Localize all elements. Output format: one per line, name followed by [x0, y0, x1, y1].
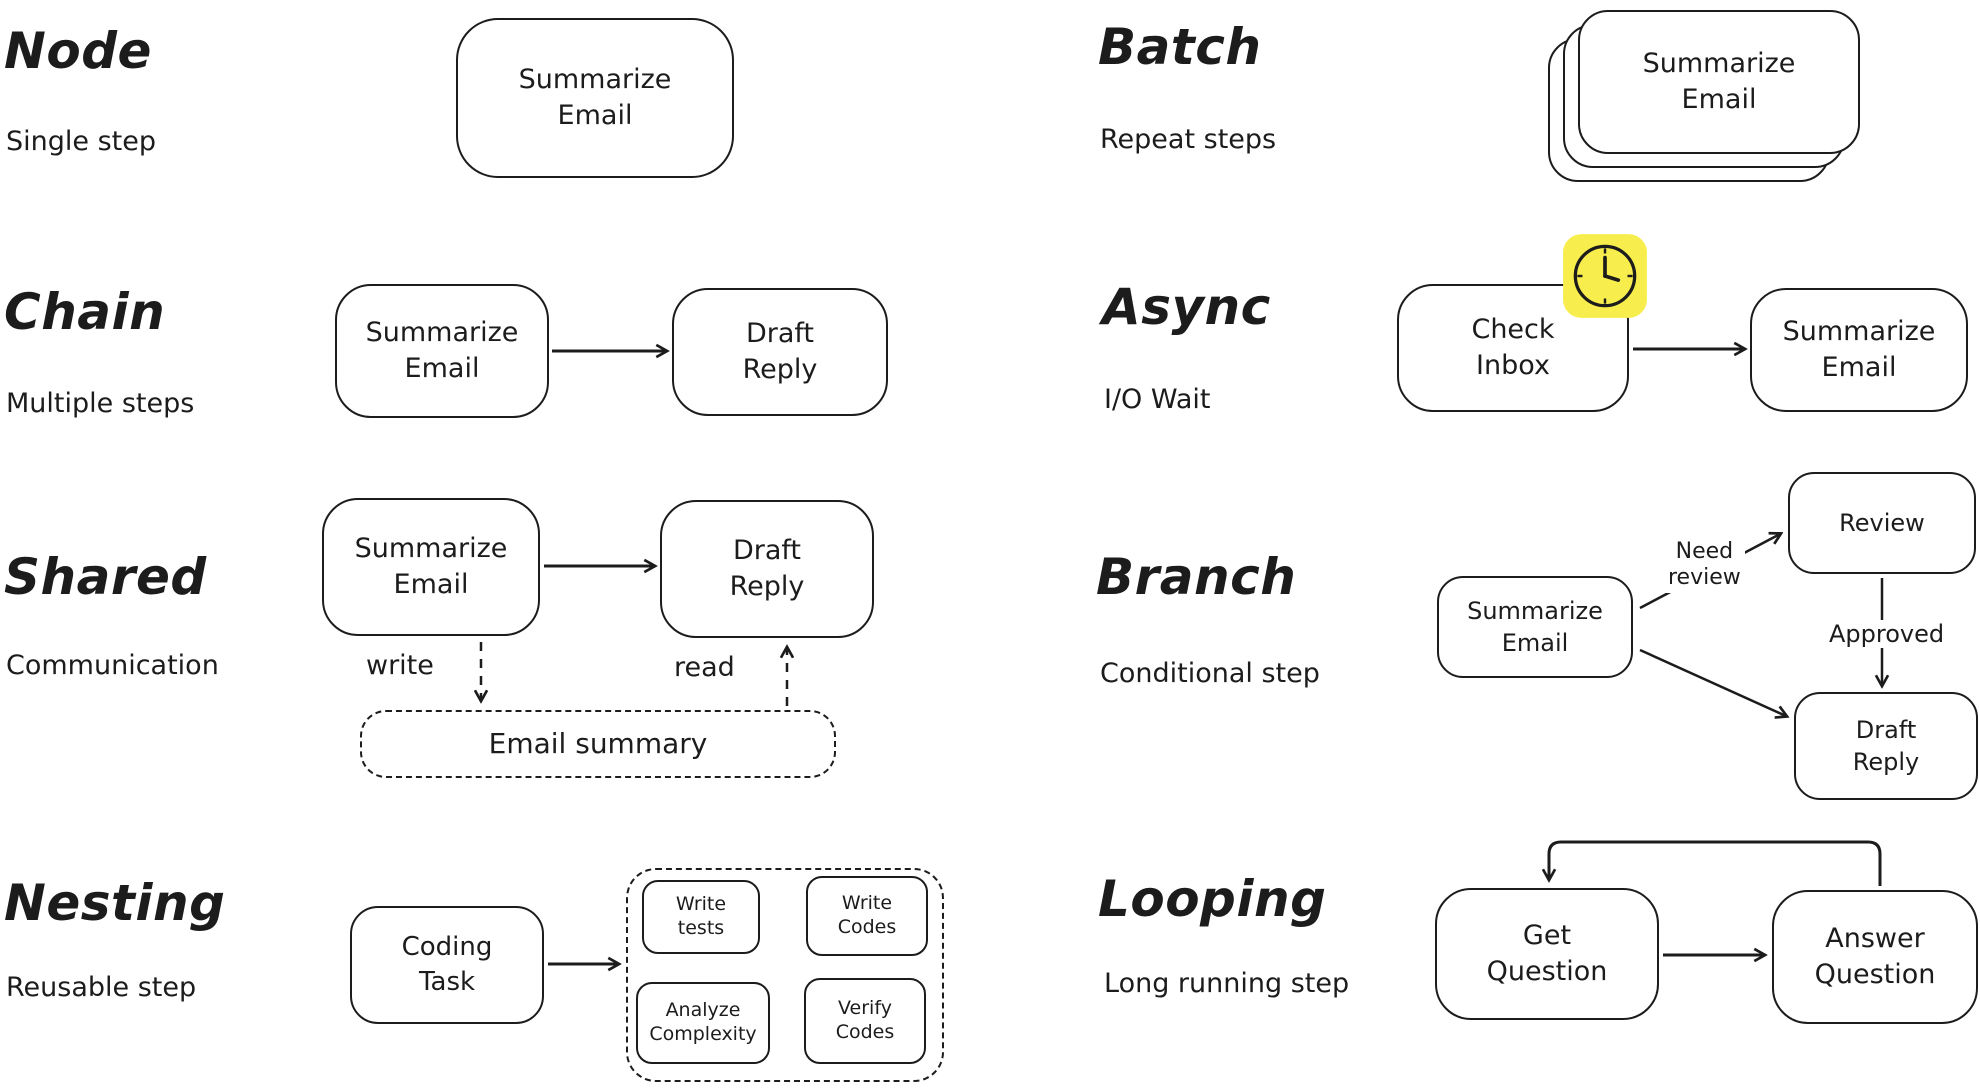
node-summarize-email-box: Summarize Email — [456, 18, 734, 178]
shared-section-title: Shared — [4, 548, 207, 606]
branch-review-box: Review — [1788, 472, 1976, 574]
branch-draft-reply-box: Draft Reply — [1794, 692, 1978, 800]
nesting-section-subtitle: Reusable step — [6, 972, 197, 1003]
shared-section-subtitle: Communication — [6, 650, 219, 681]
node-section-title: Node — [4, 22, 152, 80]
branch-approved-label: Approved — [1824, 620, 1950, 648]
shared-draft-reply-box: Draft Reply — [660, 500, 874, 638]
nesting-write-codes-box: Write Codes — [806, 876, 928, 956]
shared-summarize-email-box: Summarize Email — [322, 498, 540, 636]
nesting-write-tests-box: Write tests — [642, 880, 760, 954]
batch-card-front: Summarize Email — [1578, 10, 1860, 154]
looping-section-subtitle: Long running step — [1104, 968, 1350, 999]
nesting-coding-task-box: Coding Task — [350, 906, 544, 1024]
looping-section-title: Looping — [1098, 870, 1327, 928]
shared-read-label: read — [674, 652, 735, 683]
shared-write-label: write — [366, 650, 434, 681]
nesting-section-title: Nesting — [4, 874, 226, 932]
nesting-analyze-complexity-box: Analyze Complexity — [636, 982, 770, 1064]
shared-email-summary-store: Email summary — [360, 710, 836, 778]
async-section-subtitle: I/O Wait — [1104, 384, 1211, 415]
looping-get-question-box: Get Question — [1435, 888, 1659, 1020]
looping-answer-question-box: Answer Question — [1772, 890, 1978, 1024]
node-section-subtitle: Single step — [6, 126, 156, 157]
batch-section-title: Batch — [1098, 18, 1262, 76]
chain-section-subtitle: Multiple steps — [6, 388, 195, 419]
branch-section-title: Branch — [1096, 548, 1297, 606]
nesting-verify-codes-box: Verify Codes — [804, 978, 926, 1064]
chain-section-title: Chain — [4, 283, 166, 341]
clock-icon — [1560, 230, 1650, 322]
async-summarize-email-box: Summarize Email — [1750, 288, 1968, 412]
batch-section-subtitle: Repeat steps — [1100, 124, 1277, 155]
chain-draft-reply-box: Draft Reply — [672, 288, 888, 416]
branch-need-review-label: Need review — [1664, 538, 1745, 593]
branch-summarize-email-box: Summarize Email — [1437, 576, 1633, 678]
chain-summarize-email-box: Summarize Email — [335, 284, 549, 418]
branch-section-subtitle: Conditional step — [1100, 658, 1320, 689]
async-section-title: Async — [1102, 278, 1271, 336]
